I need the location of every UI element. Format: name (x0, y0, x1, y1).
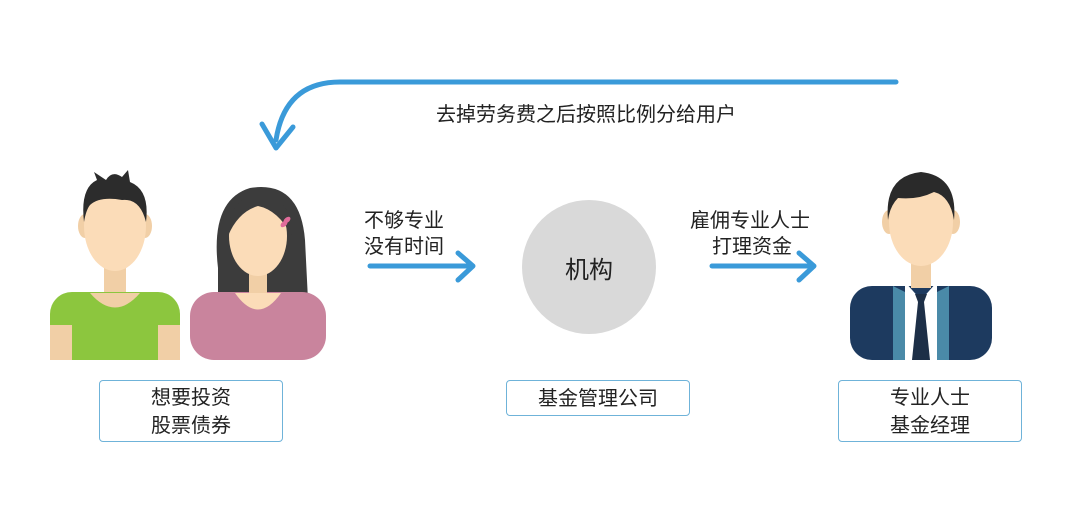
left-flow-arrow (367, 250, 476, 283)
left-arrow-caption-line1: 不够专业 (364, 208, 444, 232)
institution-label: 机构 (565, 255, 613, 284)
manager-icon (850, 172, 992, 360)
top-return-arrow (259, 79, 899, 151)
male-user-icon (50, 170, 180, 360)
manager-label-line1: 专业人士 (890, 385, 970, 409)
manager-label-line2: 基金经理 (890, 413, 970, 437)
left-arrow-caption-line2: 没有时间 (364, 234, 444, 258)
top-flow-caption: 去掉劳务费之后按照比例分给用户 (436, 102, 736, 126)
manager-label-box: 专业人士 基金经理 (838, 380, 1022, 442)
female-user-icon (190, 187, 326, 360)
users-label-line1: 想要投资 (151, 385, 231, 409)
right-flow-arrow (709, 250, 817, 283)
users-label-box: 想要投资 股票债券 (99, 380, 283, 442)
institution-node: 机构 (522, 200, 656, 334)
users-label-line2: 股票债券 (151, 413, 231, 437)
company-label-line1: 基金管理公司 (538, 386, 658, 410)
right-arrow-caption-line2: 打理资金 (712, 234, 792, 258)
right-arrow-caption-line1: 雇佣专业人士 (690, 208, 810, 232)
company-label-box: 基金管理公司 (506, 380, 690, 416)
